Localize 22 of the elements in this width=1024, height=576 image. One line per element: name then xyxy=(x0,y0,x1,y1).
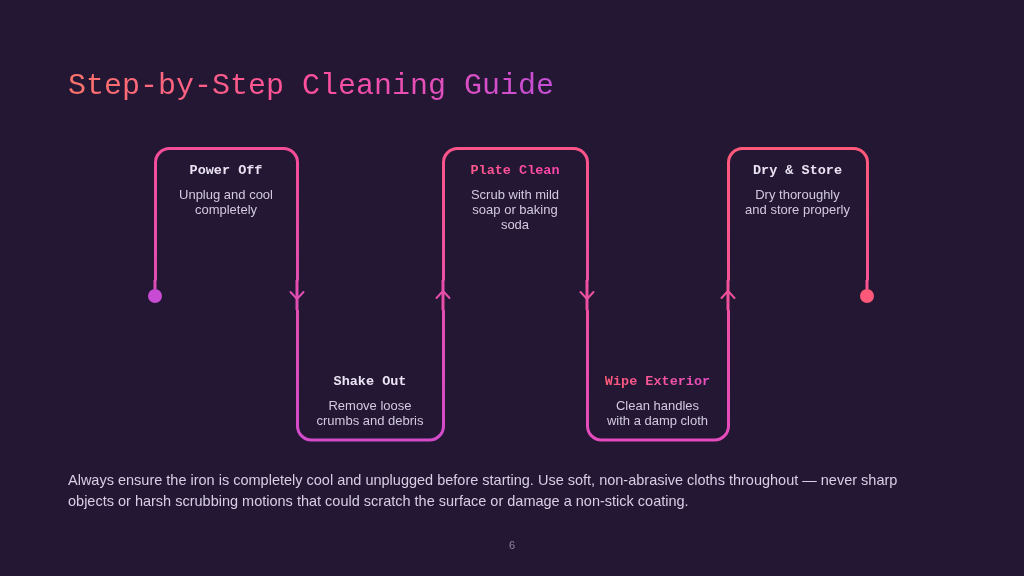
step-frame xyxy=(585,310,730,442)
step-frame xyxy=(726,146,869,280)
step-description: Dry thoroughly and store properly xyxy=(744,187,851,217)
note-text: Always ensure the iron is completely cool and unplugged before starting. Use soft, non-abrasive cloths throughout — never sharp objects or harsh scrubbing motions that could scratch the surface or damage a non-stick coating. xyxy=(68,471,899,511)
flow-arrow xyxy=(435,280,451,310)
endpoint-dot xyxy=(860,289,874,303)
step-title: Wipe Exterior xyxy=(604,374,711,390)
flow-arrow xyxy=(720,280,736,310)
step-description: Clean handles with a damp cloth xyxy=(605,398,710,428)
step-frame xyxy=(441,146,589,280)
step-description: Remove loose crumbs and debris xyxy=(315,398,425,428)
page-number: 6 xyxy=(508,538,516,552)
step-title: Shake Out xyxy=(333,374,407,390)
flow-arrow xyxy=(289,280,305,310)
step-description: Scrub with mild soap or baking soda xyxy=(469,187,561,232)
endpoint-dot xyxy=(148,289,162,303)
step-description: Unplug and cool completely xyxy=(178,187,274,217)
step-title: Power Off xyxy=(189,163,263,179)
step-frame xyxy=(295,310,445,442)
step-frame xyxy=(153,146,299,280)
flow-arrow xyxy=(579,280,595,310)
step-title: Dry & Store xyxy=(752,163,843,179)
